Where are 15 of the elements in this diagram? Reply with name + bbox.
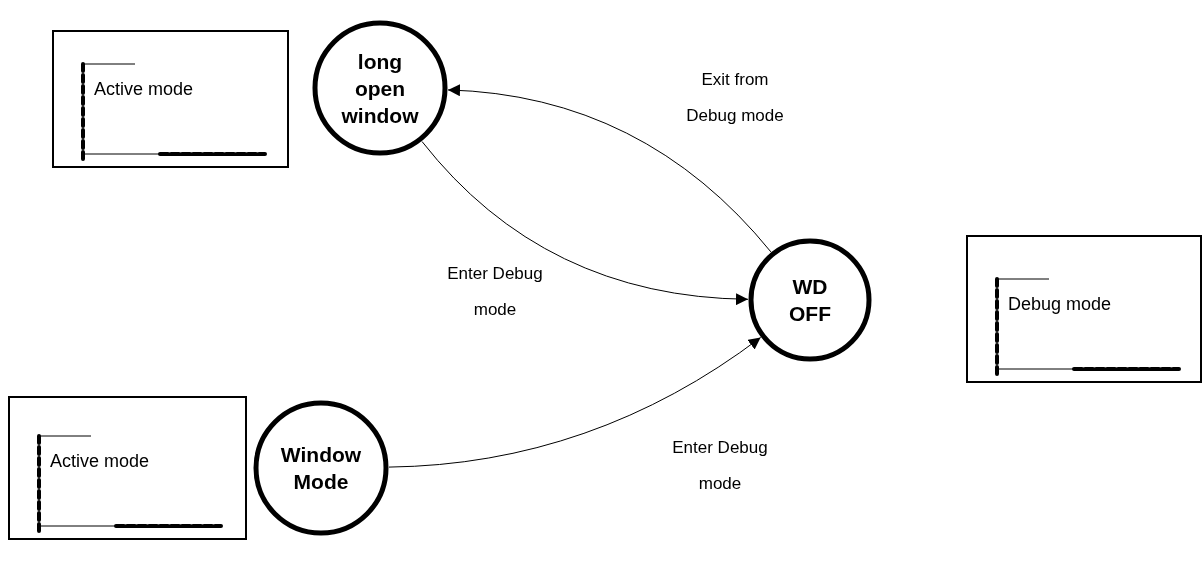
arrow bbox=[447, 84, 772, 253]
state-label: WD OFF bbox=[788, 274, 832, 327]
mode-label: Active mode bbox=[50, 450, 151, 473]
state-circle bbox=[253, 400, 389, 536]
mode-label: Active mode bbox=[94, 78, 195, 101]
state-label: long open window bbox=[340, 48, 420, 129]
state-circle bbox=[312, 20, 448, 156]
state-circle bbox=[748, 238, 872, 362]
mode-panel bbox=[52, 30, 289, 168]
arrow bbox=[388, 337, 762, 468]
mode-panel bbox=[8, 396, 247, 540]
arrow bbox=[421, 141, 749, 305]
mode-label: Debug mode bbox=[1008, 293, 1113, 316]
mode-panel bbox=[966, 235, 1202, 383]
state-label: Window Mode bbox=[279, 442, 363, 495]
